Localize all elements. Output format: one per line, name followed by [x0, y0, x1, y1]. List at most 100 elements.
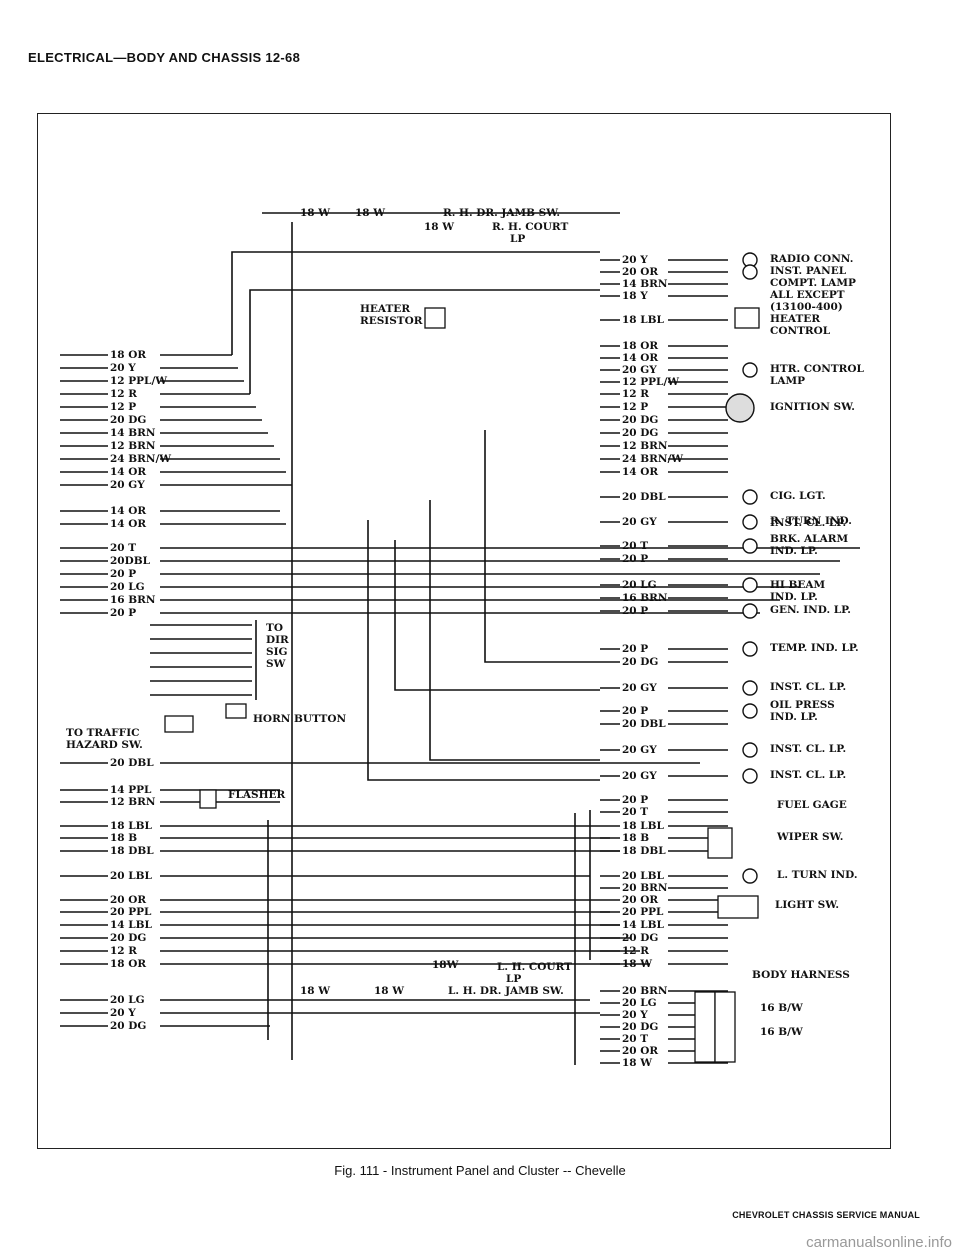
lamp-socket — [742, 264, 758, 280]
component-label: INST. PANEL — [770, 265, 847, 277]
right-wire-label: 24 BRN/W — [622, 453, 684, 465]
right-wire-label: 20 P — [622, 705, 649, 717]
misc-label: TO — [266, 622, 283, 634]
right-wire-label: 14 OR — [622, 352, 659, 364]
right-wire-label: 20 DG — [622, 656, 659, 668]
left-wire-label: 14 BRN — [110, 427, 156, 439]
right-wire-label: 20 Y — [622, 254, 648, 266]
misc-label: LP — [506, 973, 522, 985]
left-wire-label: 12 BRN — [110, 440, 156, 452]
component-label: OIL PRESS — [770, 699, 835, 711]
lamp-socket — [742, 742, 758, 758]
right-wire-label: 18 LBL — [622, 820, 664, 832]
left-wire-label: 14 OR — [110, 505, 147, 517]
right-wire-label: 20 OR — [622, 1045, 659, 1057]
lamp-socket — [742, 680, 758, 696]
heater-resistor — [424, 307, 446, 329]
component-label: HI BEAM — [770, 579, 826, 591]
misc-label: FLASHER — [228, 789, 286, 801]
right-wire-label: 20 T — [622, 1033, 649, 1045]
component-label: CIG. LGT. — [770, 490, 826, 502]
component-label: 16 B/W — [760, 1002, 803, 1014]
left-wire-label: 20 LBL — [110, 870, 152, 882]
component-label: INST. CL. LP. — [770, 681, 847, 693]
right-wire-label: 12 R — [622, 945, 649, 957]
right-wire-label: 20 LBL — [622, 870, 664, 882]
left-wire-label: 20DBL — [110, 555, 150, 567]
body-harness-connector-2 — [714, 991, 736, 1063]
left-wire-label: 12 BRN — [110, 796, 156, 808]
component-label: ALL EXCEPT — [770, 289, 845, 301]
left-wire-label: 14 LBL — [110, 919, 152, 931]
right-wire-label: 18 LBL — [622, 314, 664, 326]
misc-label: SW — [266, 658, 286, 670]
route-20dg — [484, 430, 600, 663]
body-harness-connector — [694, 991, 716, 1063]
right-wire-label: 12 R — [622, 388, 649, 400]
component-label: HTR. CONTROL — [770, 363, 864, 375]
component-label: BODY HARNESS — [752, 969, 850, 981]
right-wire-label: 20 DG — [622, 1021, 659, 1033]
right-wire-label: 12 PPL/W — [622, 376, 680, 388]
right-wire-label: 20 GY — [622, 516, 657, 528]
right-wire-label: 20 T — [622, 540, 649, 552]
right-wire-label: 20 GY — [622, 770, 657, 782]
left-wire-label: 14 OR — [110, 518, 147, 530]
left-wire-label: 20 DBL — [110, 757, 154, 769]
left-wire-label: 20 P — [110, 607, 137, 619]
right-wire-label: 14 LBL — [622, 919, 664, 931]
misc-label: LP — [510, 233, 526, 245]
left-wire-label: 20 DG — [110, 1020, 147, 1032]
left-wire-label: 20 LG — [110, 581, 145, 593]
component-label: CONTROL — [770, 325, 831, 337]
heater-control — [734, 307, 760, 329]
left-wire-label: 14 PPL — [110, 784, 152, 796]
left-wire-label: 20 GY — [110, 479, 145, 491]
page-header: ELECTRICAL—BODY AND CHASSIS 12-68 — [28, 50, 301, 65]
component-label: IGNITION SW. — [770, 401, 855, 413]
right-wire-label: 14 OR — [622, 466, 659, 478]
misc-label: HAZARD SW. — [66, 739, 143, 751]
left-wire-label: 18 DBL — [110, 845, 154, 857]
ignition-switch — [725, 393, 755, 423]
misc-label: R. H. COURT — [492, 221, 569, 233]
right-wire-label: 20 P — [622, 605, 649, 617]
component-label: IND. LP. — [770, 591, 818, 603]
component-label: 16 B/W — [760, 1026, 803, 1038]
flasher — [199, 789, 217, 809]
lamp-socket — [742, 489, 758, 505]
left-wire-label: 20 OR — [110, 894, 147, 906]
right-wire-label: 20 DG — [622, 414, 659, 426]
right-wire-label: 16 BRN — [622, 592, 668, 604]
component-label: INST. CL. LP. — [770, 769, 847, 781]
component-label: GEN. IND. LP. — [770, 604, 851, 616]
right-wire-label: 20 P — [622, 794, 649, 806]
misc-label: HEATER — [360, 303, 411, 315]
component-label: IND. LP. — [770, 545, 818, 557]
manual-footer: CHEVROLET CHASSIS SERVICE MANUAL — [732, 1210, 920, 1220]
right-wire-label: 20 BRN — [622, 882, 668, 894]
right-wire-label: 12 P — [622, 401, 649, 413]
route-gy-3 — [429, 500, 600, 761]
lamp-socket — [742, 514, 758, 530]
misc-label: 18 W — [300, 207, 331, 219]
lamp-socket — [742, 868, 758, 884]
traffic-hazard-connector — [164, 715, 194, 733]
wiper-switch — [707, 827, 733, 859]
lamp-socket — [742, 768, 758, 784]
route-20gy-2 — [394, 540, 600, 691]
right-wire-label: 18 DBL — [622, 845, 666, 857]
left-wire-label: 18 OR — [110, 349, 147, 361]
misc-label: 18W — [432, 959, 459, 971]
right-wire-label: 18 W — [622, 1057, 653, 1069]
right-wire-label: 20 OR — [622, 894, 659, 906]
component-label: INST. CL. LP. — [770, 743, 847, 755]
lamp-socket — [742, 603, 758, 619]
misc-label: 18 W — [300, 985, 331, 997]
left-wire-label: 14 OR — [110, 466, 147, 478]
component-label: (13100-400) — [770, 301, 843, 313]
diagram-frame — [37, 113, 891, 1149]
lamp-socket — [742, 577, 758, 593]
figure-caption: Fig. 111 - Instrument Panel and Cluster … — [334, 1163, 626, 1178]
